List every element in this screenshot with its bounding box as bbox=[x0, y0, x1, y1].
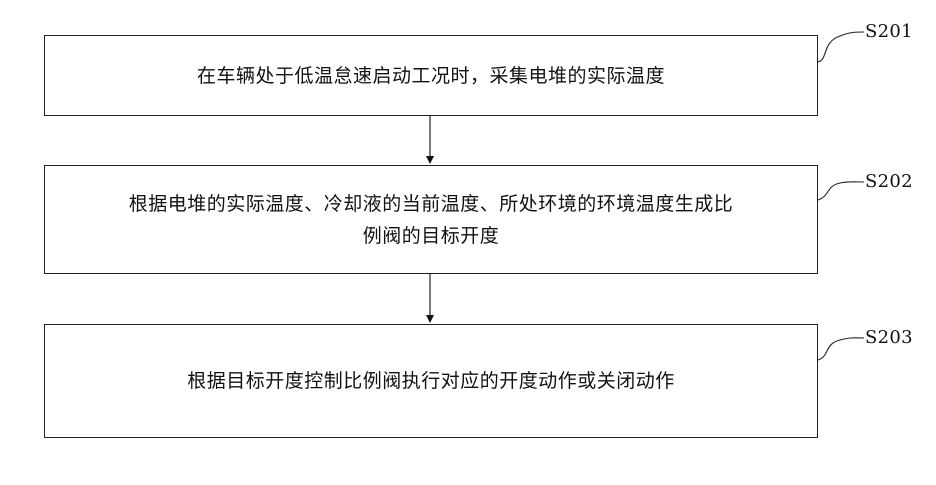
step-box-s201: 在车辆处于低温怠速启动工况时，采集电堆的实际温度 bbox=[44, 35, 818, 116]
step-box-s202: 根据电堆的实际温度、冷却液的当前温度、所处环境的环境温度生成比 例阀的目标开度 bbox=[44, 165, 818, 274]
step-label-s203: S203 bbox=[865, 327, 913, 348]
step-text-s203: 根据目标开度控制比例阀执行对应的开度动作或关闭动作 bbox=[181, 365, 681, 397]
label-leader-s203 bbox=[818, 338, 864, 360]
step-box-s203: 根据目标开度控制比例阀执行对应的开度动作或关闭动作 bbox=[44, 324, 818, 438]
step-label-s202: S202 bbox=[865, 171, 913, 192]
step-text-s202: 根据电堆的实际温度、冷却液的当前温度、所处环境的环境温度生成比 例阀的目标开度 bbox=[123, 188, 740, 252]
label-leader-s202 bbox=[818, 182, 864, 200]
step-label-s201: S201 bbox=[865, 21, 913, 42]
label-leader-s201 bbox=[818, 32, 864, 62]
step-text-s201: 在车辆处于低温怠速启动工况时，采集电堆的实际温度 bbox=[191, 60, 671, 92]
